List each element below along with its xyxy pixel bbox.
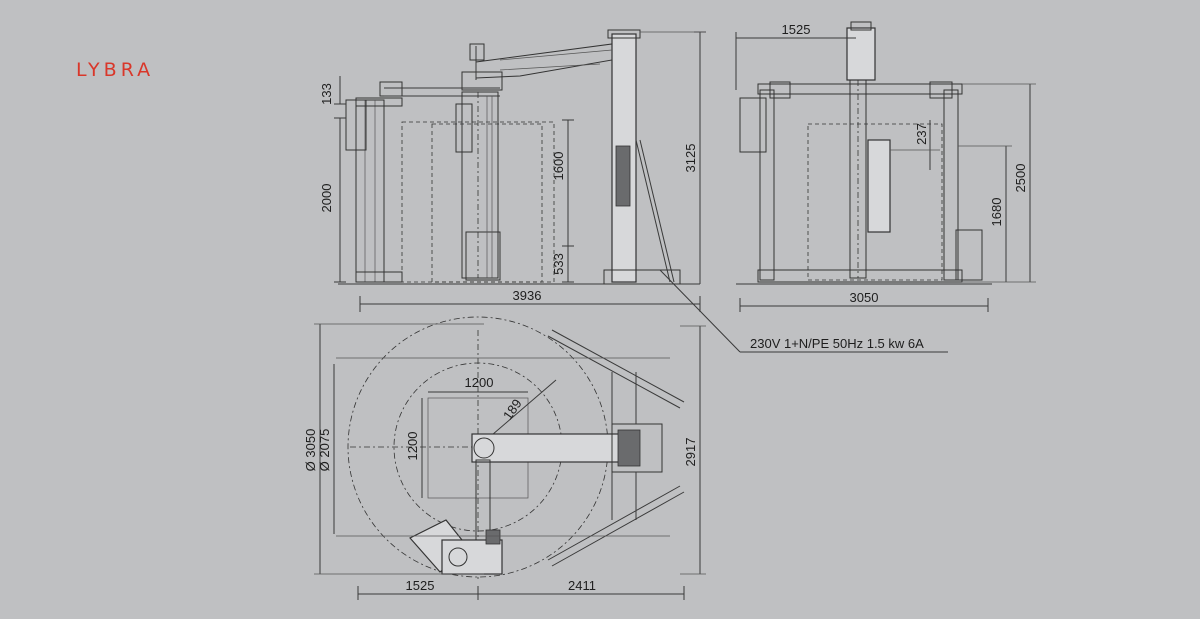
dim-square-height: 1200 [405,432,420,461]
brand-logo: LYBRA [76,59,154,81]
dim-front-frame-height: 2500 [1013,164,1028,193]
dim-front-offset: 237 [914,123,929,145]
dim-total-height: 3125 [683,144,698,173]
top-view: Ø 3050 Ø 2075 1200 1200 189 2917 1525 24… [303,316,706,600]
dim-front-carriage-height: 1680 [989,198,1004,227]
dim-mast-height: 1600 [551,152,566,181]
dim-right-width: 2411 [568,578,596,593]
dim-top-height: 133 [319,83,334,105]
dim-left-height: 2000 [319,184,334,213]
electrical-spec: 230V 1+N/PE 50Hz 1.5 kw 6A [750,336,924,351]
dim-radius: 189 [500,396,525,422]
dim-base-height: 533 [551,253,566,275]
front-view: 1525 237 1680 2500 3050 [735,21,1036,312]
dim-square-width: 1200 [465,375,494,390]
dim-inner-diameter: Ø 2075 [317,429,332,472]
dim-front-base-width: 3050 [850,290,879,305]
dim-outer-diameter: Ø 3050 [303,429,318,472]
dim-depth: 2917 [683,438,698,467]
side-view: 133 2000 1600 533 3125 3936 [319,29,948,353]
dim-left-width: 1525 [406,578,435,593]
dim-front-top-width: 1525 [782,22,811,37]
dim-total-width: 3936 [513,288,542,303]
